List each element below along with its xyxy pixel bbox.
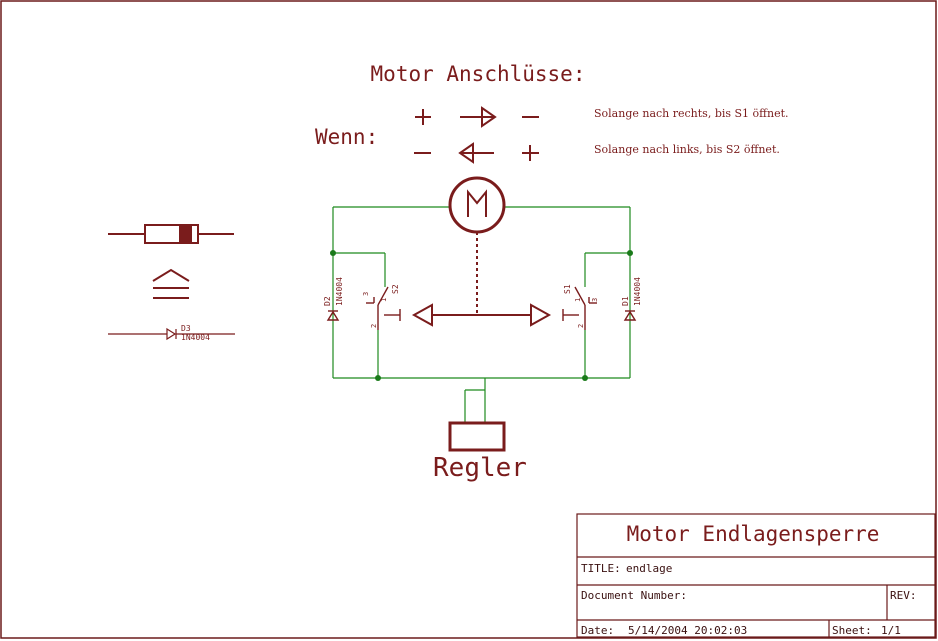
placement-marker-icon	[152, 268, 190, 299]
diode-d3-value: 1N4004	[181, 333, 210, 342]
legend-note-1: Solange nach rechts, bis S1 öffnet.	[594, 107, 789, 120]
plus-sign-icon	[415, 109, 431, 125]
controller-label: Regler	[433, 453, 527, 483]
heading: Motor Anschlüsse:	[371, 62, 586, 86]
switch-s1-pin1: 1	[574, 298, 582, 302]
switch-s2: S2 1 3 2	[362, 284, 401, 330]
arrow-right-icon	[530, 303, 552, 327]
diode-d2-ref: D2	[323, 296, 332, 306]
junction-dot	[330, 250, 336, 256]
legend-row-1	[415, 106, 539, 128]
arrow-left-icon	[458, 142, 494, 164]
junction-dot	[582, 375, 588, 381]
project-title: Motor Endlagensperre	[627, 522, 880, 546]
title-label: TITLE:	[581, 562, 621, 575]
diode-d2: D2 1N4004	[323, 277, 344, 321]
plus-sign-icon	[522, 145, 539, 161]
switch-s1: S1 1 3 2	[562, 284, 599, 330]
date-value: 5/14/2004 20:02:03	[628, 624, 747, 637]
document-number-label: Document Number:	[581, 589, 687, 602]
motor-m-glyph	[467, 189, 487, 217]
diode-d1: D1 1N4004	[621, 277, 642, 321]
switch-s1-pin3: 3	[591, 298, 599, 302]
switch-s1-pin2: 2	[577, 324, 585, 328]
junctions	[330, 250, 633, 381]
switch-s2-ref: S2	[391, 284, 400, 294]
controller-box	[448, 421, 506, 452]
wires	[332, 206, 631, 423]
switch-s2-pin2: 2	[370, 324, 378, 328]
title-value: endlage	[626, 562, 672, 575]
arrow-left-icon	[411, 303, 433, 327]
diode-package-icon	[108, 224, 234, 244]
diode-d3-ref: D3	[181, 324, 191, 333]
diode-d2-value: 1N4004	[335, 277, 344, 306]
switch-s2-pin1: 1	[380, 298, 388, 302]
diode-d1-value: 1N4004	[633, 277, 642, 306]
sheet-value: 1/1	[881, 624, 901, 637]
condition-label: Wenn:	[315, 125, 378, 149]
actuator-linkage	[411, 303, 552, 327]
diode-d3: D3 1N4004	[108, 324, 235, 342]
junction-dot	[627, 250, 633, 256]
switch-s1-ref: S1	[563, 284, 572, 294]
revision-label: REV:	[890, 589, 917, 602]
arrow-right-icon	[460, 106, 497, 128]
junction-dot	[375, 375, 381, 381]
switch-s2-pin3: 3	[362, 292, 370, 296]
diode-d1-ref: D1	[621, 296, 630, 306]
date-label: Date:	[581, 624, 614, 637]
title-block	[576, 513, 936, 638]
motor	[448, 176, 506, 315]
sheet-label: Sheet:	[832, 624, 872, 637]
legend-note-2: Solange nach links, bis S2 öffnet.	[594, 143, 780, 156]
legend-row-2	[414, 142, 539, 164]
